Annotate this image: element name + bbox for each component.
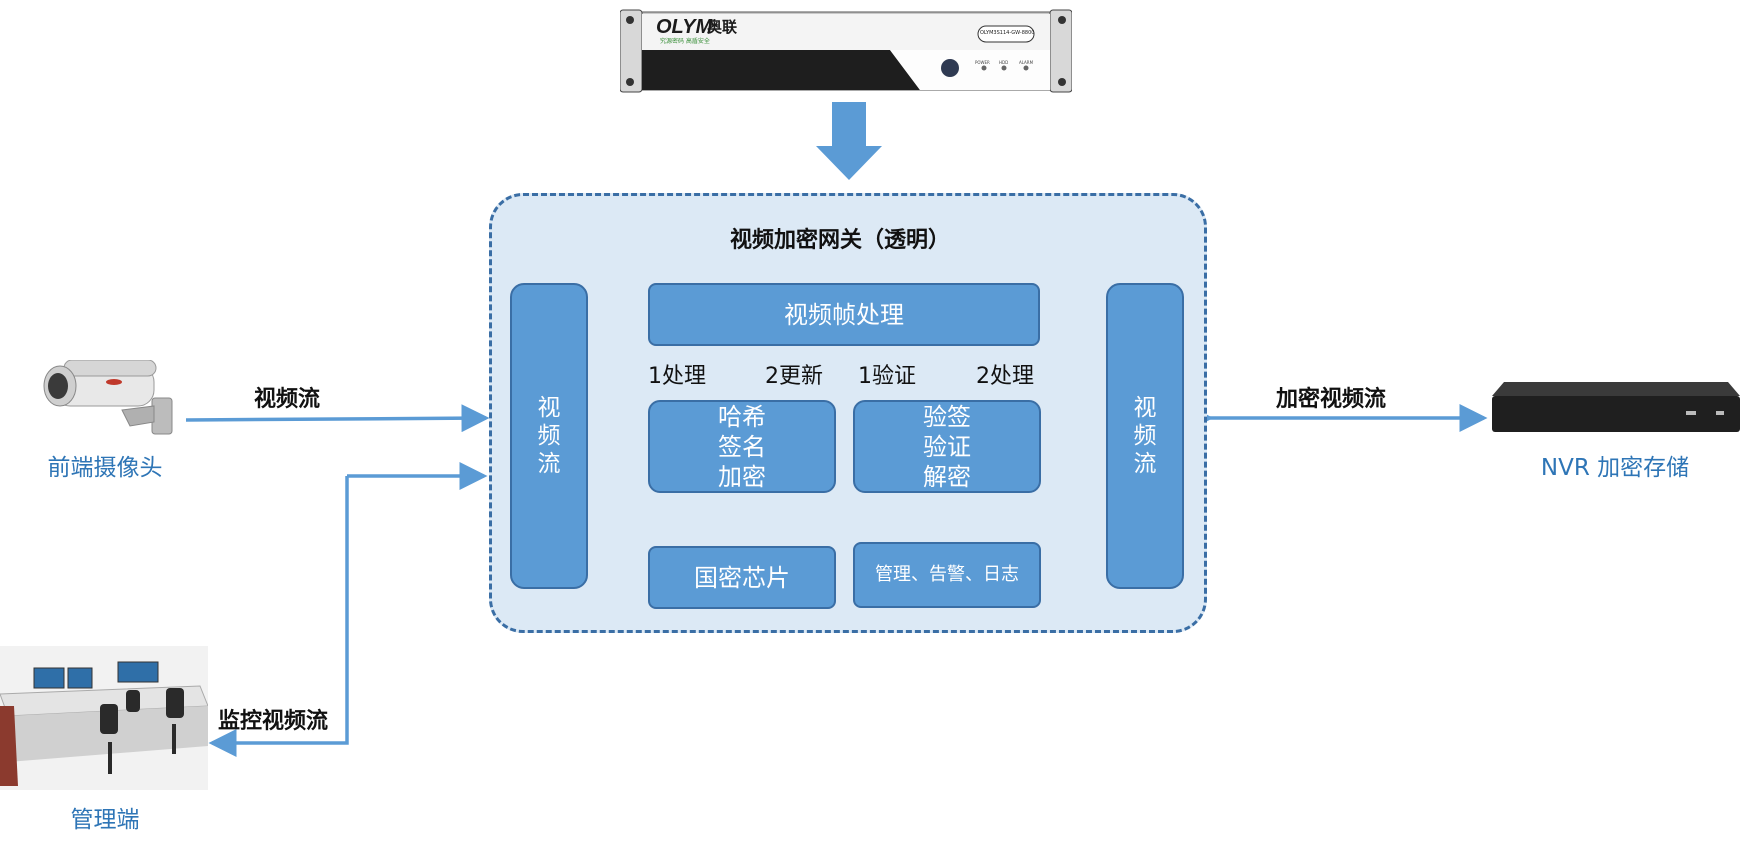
verify-decrypt-box: 验签验证解密 [853, 400, 1041, 493]
right-stream-box: 视频流 [1106, 283, 1184, 589]
indicator-alarm: ALARM [1019, 60, 1034, 65]
crypto-chip-label: 国密芯片 [694, 563, 790, 592]
hash-sign-encrypt-label: 哈希签名加密 [718, 402, 766, 491]
left-stream-box: 视频流 [510, 283, 588, 589]
camera-label: 前端摄像头 [47, 455, 163, 481]
step-process-1: 1处理 [648, 364, 706, 389]
monitor-stream-label: 监控视频流 [218, 709, 329, 734]
nvr-stream-label: 加密视频流 [1276, 387, 1387, 412]
camera-image [43, 360, 173, 435]
frame-processing-box: 视频帧处理 [648, 283, 1040, 346]
nvr-image [1492, 382, 1740, 432]
verify-decrypt-label: 验签验证解密 [923, 402, 971, 491]
device-tagline: 究源密码 高盾安全 [660, 38, 710, 45]
nvr-label: NVR 加密存储 [1540, 455, 1690, 481]
management-log-box: 管理、告警、日志 [853, 542, 1041, 608]
device-brand: OLYM [656, 16, 713, 38]
device-model: OLYM3S114-GW-8800 [980, 30, 1035, 36]
hash-sign-encrypt-box: 哈希签名加密 [648, 400, 836, 493]
gateway-device-image [620, 9, 1072, 93]
camera-stream-arrow [185, 404, 490, 433]
left-stream-label: 视频流 [537, 395, 561, 477]
device-to-gateway-arrow [816, 102, 882, 180]
indicator-hdd: HDD [999, 60, 1009, 65]
management-label: 管理端 [70, 807, 140, 833]
camera-stream-label: 视频流 [254, 387, 321, 412]
right-stream-label: 视频流 [1133, 395, 1157, 477]
step-process-2: 2处理 [976, 364, 1034, 389]
gateway-title: 视频加密网关（透明） [729, 228, 950, 253]
crypto-chip-box: 国密芯片 [648, 546, 836, 609]
management-console-image [0, 646, 208, 790]
indicator-power: POWER [975, 60, 990, 65]
monitor-stream-arrow [208, 476, 349, 757]
step-verify-1: 1验证 [858, 364, 916, 389]
gateway-container [489, 193, 1207, 633]
device-brand-cn: 奥联 [707, 18, 738, 36]
step-update-2: 2更新 [765, 364, 823, 389]
management-log-label: 管理、告警、日志 [875, 564, 1019, 585]
frame-processing-label: 视频帧处理 [784, 300, 904, 329]
